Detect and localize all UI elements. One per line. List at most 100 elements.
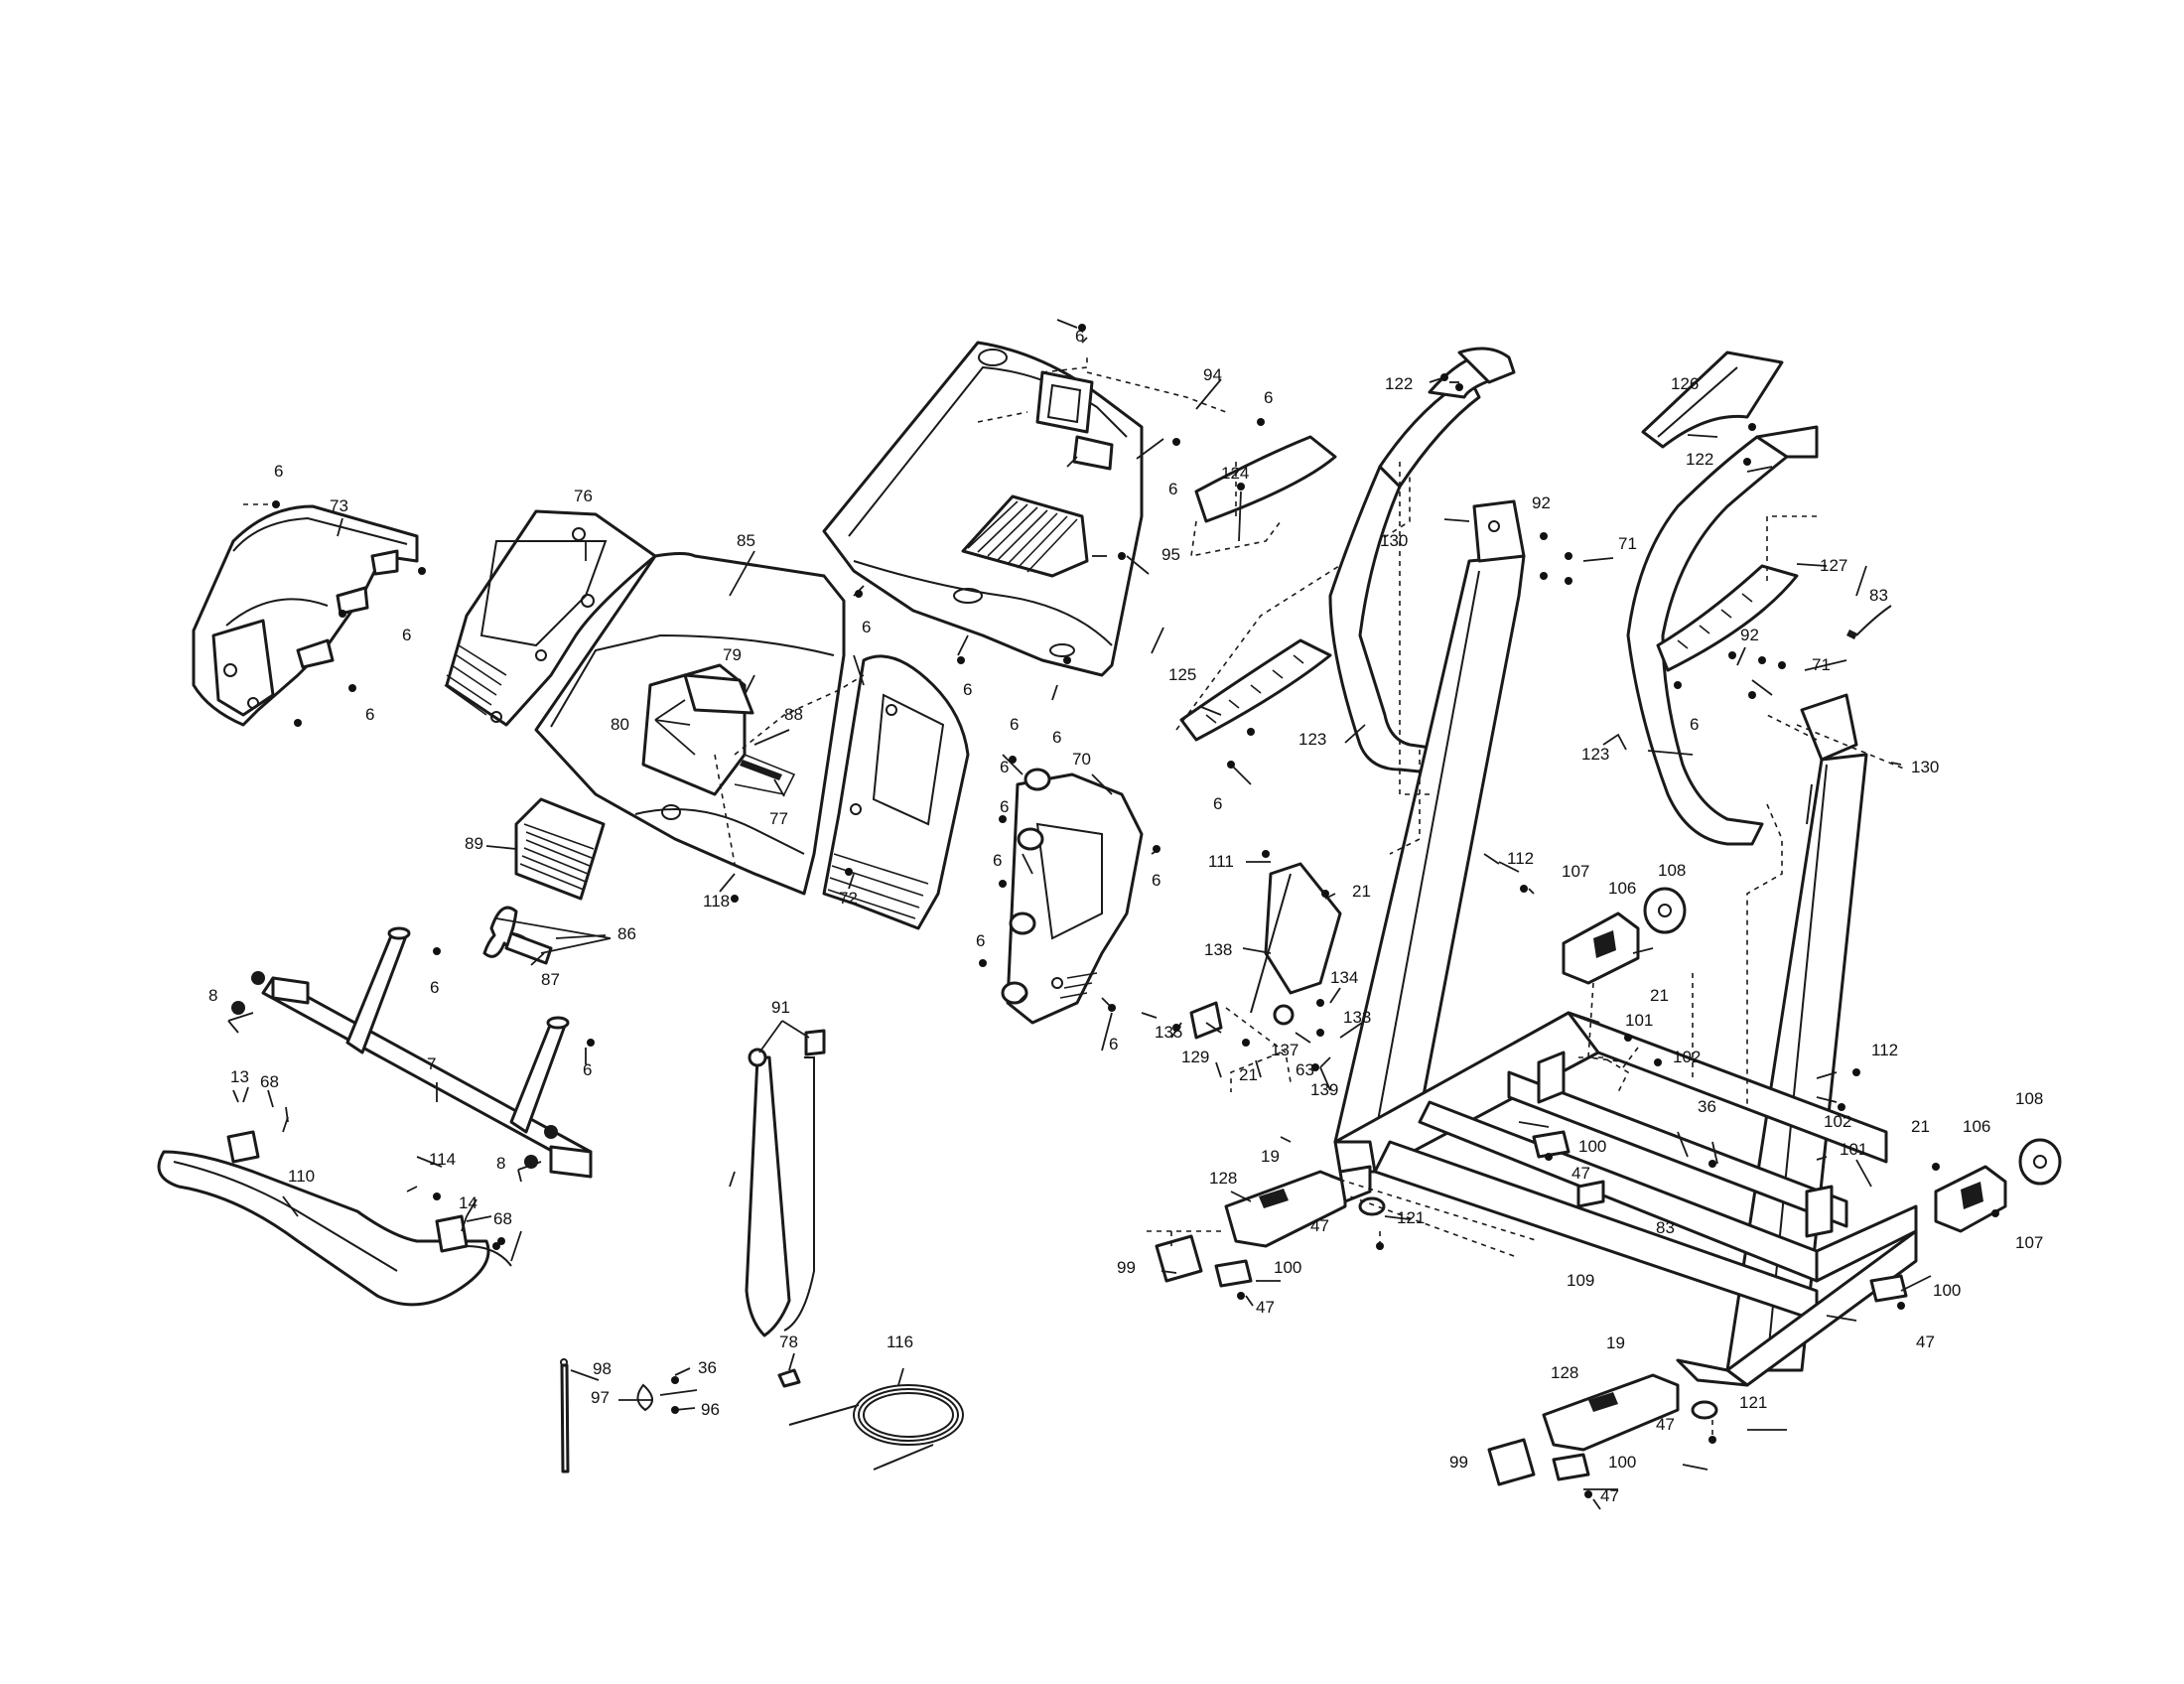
label-21-c: 21 <box>1239 1065 1258 1084</box>
label-6-r: 6 <box>583 1060 592 1079</box>
label-102-b: 102 <box>1824 1112 1851 1131</box>
label-100-c: 100 <box>1274 1258 1301 1277</box>
part-123-right-upright-arm <box>1626 425 1819 846</box>
label-6-s: 6 <box>1213 794 1222 813</box>
label-76: 76 <box>574 487 593 505</box>
label-21-a: 21 <box>1352 882 1371 901</box>
part-108-wheel-right <box>2018 1138 2062 1186</box>
label-138: 138 <box>1204 940 1232 959</box>
label-122-a: 122 <box>1385 374 1413 393</box>
part-100-leveler-left <box>1214 1259 1253 1288</box>
part-121-left-foot <box>1358 1196 1386 1216</box>
label-6-g: 6 <box>274 462 283 481</box>
label-100-b: 100 <box>1933 1281 1961 1300</box>
label-116: 116 <box>887 1333 913 1351</box>
label-91: 91 <box>771 998 790 1017</box>
label-47-e: 47 <box>1656 1415 1675 1434</box>
part-79-accessory-tray <box>683 673 754 715</box>
part-95-upper-console <box>822 341 1227 677</box>
label-94: 94 <box>1203 365 1222 384</box>
label-6-f: 6 <box>1052 728 1061 747</box>
label-19-a: 19 <box>1261 1147 1280 1166</box>
label-109: 109 <box>1567 1271 1594 1290</box>
label-6-t: 6 <box>1690 715 1699 734</box>
label-106-b: 106 <box>1963 1117 1990 1136</box>
part-106-wheel-bracket-left <box>1562 912 1640 985</box>
label-123-a: 123 <box>1298 730 1326 749</box>
label-135: 135 <box>1155 1023 1182 1042</box>
label-6-i: 6 <box>365 705 374 724</box>
part-128-right-front-leg <box>1542 1373 1680 1452</box>
label-68-a: 68 <box>260 1072 279 1091</box>
part-98-pin <box>560 1358 570 1474</box>
label-114: 114 <box>429 1150 456 1169</box>
part-106-wheel-bracket-right <box>1934 1165 2007 1233</box>
label-102-a: 102 <box>1673 1048 1701 1066</box>
label-108-b: 108 <box>2015 1089 2043 1108</box>
label-6-m: 6 <box>993 851 1002 870</box>
label-14: 14 <box>459 1193 478 1212</box>
label-126: 126 <box>1671 374 1699 393</box>
fastener-dots <box>294 324 1999 1498</box>
label-99-a: 99 <box>1117 1258 1136 1277</box>
label-47-c: 47 <box>1310 1216 1329 1235</box>
part-left-upright <box>1333 347 1526 1144</box>
label-73: 73 <box>330 496 348 515</box>
part-124-handrail-cover <box>1190 435 1337 558</box>
label-6-l: 6 <box>1000 797 1009 816</box>
label-101-a: 101 <box>1625 1011 1653 1030</box>
label-7: 7 <box>427 1054 436 1073</box>
label-85: 85 <box>737 531 755 550</box>
label-96: 96 <box>701 1400 720 1419</box>
label-8-b: 8 <box>496 1154 505 1173</box>
label-118: 118 <box>703 892 730 911</box>
part-89-speaker-grille <box>514 797 606 901</box>
part-73-side-shroud <box>192 500 419 727</box>
label-47-b: 47 <box>1916 1333 1935 1351</box>
label-6-q: 6 <box>430 978 439 997</box>
label-112-b: 112 <box>1871 1041 1898 1059</box>
part-91-drive-belt <box>745 1029 826 1337</box>
label-123-b: 123 <box>1581 745 1609 764</box>
label-137: 137 <box>1271 1041 1298 1059</box>
label-129: 129 <box>1181 1048 1209 1066</box>
part-99-end-cap-right <box>1487 1438 1536 1486</box>
label-13: 13 <box>230 1067 249 1086</box>
label-87: 87 <box>541 970 560 989</box>
label-128-b: 128 <box>1551 1363 1578 1382</box>
label-70: 70 <box>1072 750 1091 769</box>
label-110: 110 <box>288 1167 315 1186</box>
label-99-b: 99 <box>1449 1453 1468 1472</box>
part-70-side-panel <box>1001 768 1144 1025</box>
part-121-right-foot <box>1691 1400 1718 1420</box>
label-19-b: 19 <box>1606 1333 1625 1352</box>
label-98: 98 <box>593 1359 612 1378</box>
label-79: 79 <box>723 645 742 664</box>
label-95: 95 <box>1161 545 1180 564</box>
label-47-d: 47 <box>1256 1298 1275 1317</box>
label-83-a: 83 <box>1869 586 1888 605</box>
label-106-a: 106 <box>1608 879 1636 898</box>
part-100-leveler-right <box>1552 1453 1590 1481</box>
label-112-a: 112 <box>1507 849 1534 868</box>
label-107-a: 107 <box>1562 862 1589 881</box>
label-63: 63 <box>1296 1060 1314 1079</box>
label-100-a: 100 <box>1578 1137 1606 1156</box>
part-87-fan <box>482 906 553 965</box>
label-130-b: 130 <box>1911 758 1939 776</box>
part-126-handrail-cover <box>1641 351 1784 449</box>
label-6-e: 6 <box>963 680 972 699</box>
label-124: 124 <box>1221 464 1249 483</box>
part-right-upright <box>1725 605 1892 1372</box>
part-85-console-base <box>534 552 846 896</box>
leader-lines <box>227 319 1932 1510</box>
part-100-leveler-rear <box>1869 1274 1908 1303</box>
label-6-c: 6 <box>1168 480 1177 498</box>
label-134: 134 <box>1330 968 1358 987</box>
label-89: 89 <box>465 834 483 853</box>
label-101-b: 101 <box>1840 1140 1867 1159</box>
part-labels: 6 94 6 6 124 95 6 6 6 6 73 6 6 76 85 79 … <box>208 327 2043 1505</box>
label-139: 139 <box>1310 1080 1338 1099</box>
part-97-tie-wrap <box>636 1383 653 1412</box>
